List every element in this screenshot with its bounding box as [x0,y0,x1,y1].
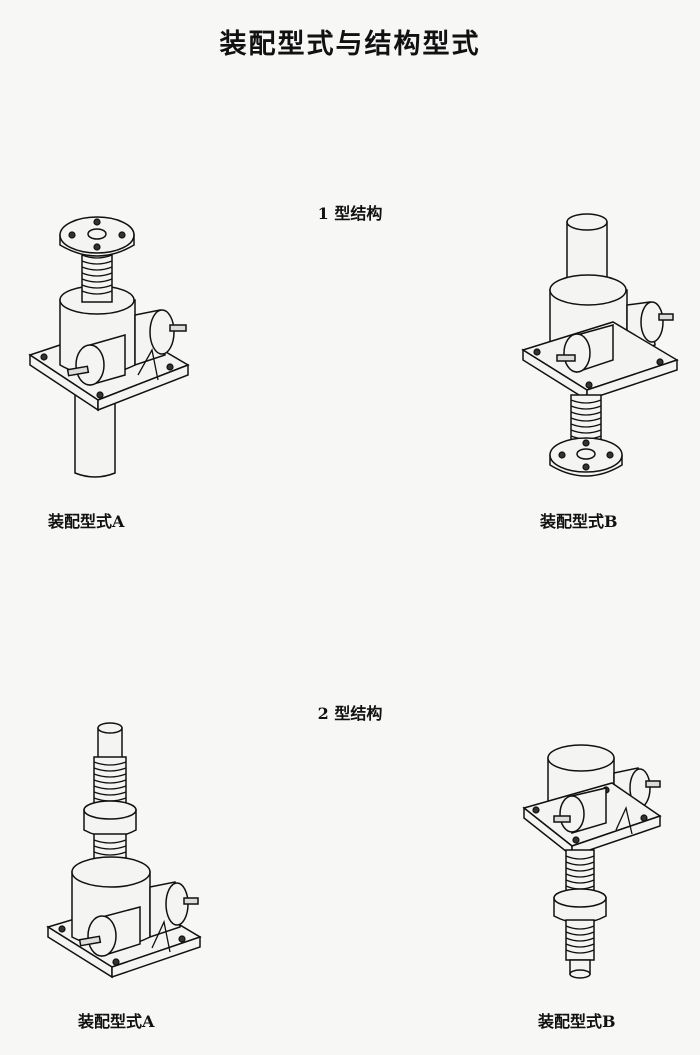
figure-1b-jack-illustration [521,213,679,477]
figure-2a-jack-illustration [46,722,202,979]
section-2-label: 2 型结构 [317,704,383,723]
figure-1b-caption: 装配型式B [540,512,618,531]
page-title: 装配型式与结构型式 [219,29,481,60]
section-1-label: 1 型结构 [317,204,383,223]
figure-2b-jack-illustration [522,744,662,979]
figure-2a-caption: 装配型式A [78,1012,155,1031]
figure-2b-caption: 装配型式B [538,1012,616,1031]
figure-1a-caption: 装配型式A [48,512,125,531]
figure-1a-jack-illustration [28,216,190,478]
